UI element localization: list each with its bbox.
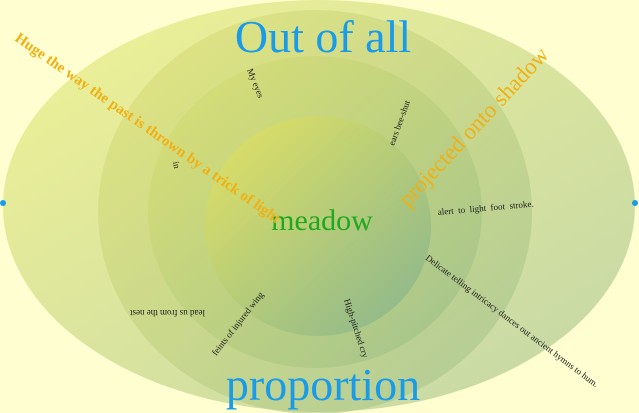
title-top: Out of all (235, 11, 411, 62)
fragment-lead: lead us from the nest (130, 308, 205, 318)
inner-circle (205, 116, 431, 336)
title-bottom: proportion (226, 359, 420, 410)
center-word: meadow (271, 204, 373, 237)
right-dot (632, 200, 638, 206)
fragment-in: in (171, 161, 182, 170)
left-dot (0, 200, 6, 206)
